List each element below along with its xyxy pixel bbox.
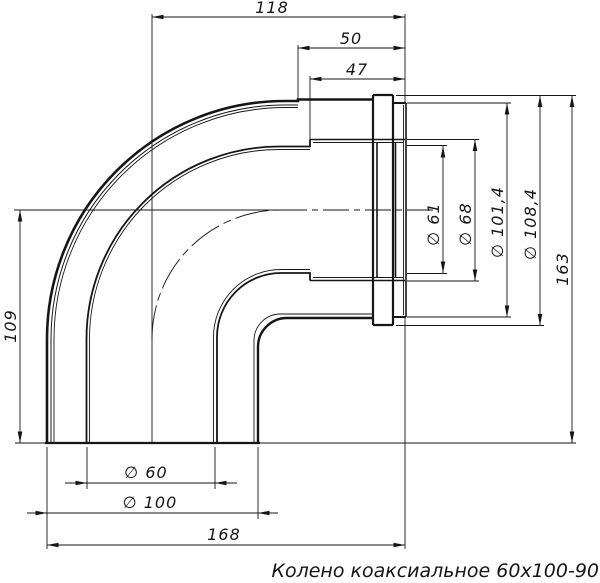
outer-duct-outline bbox=[45, 98, 373, 445]
dim-68-label: ∅ 68 bbox=[456, 202, 475, 245]
inner-collar bbox=[376, 142, 397, 278]
centerlines bbox=[14, 14, 437, 443]
dim-118-label: 118 bbox=[255, 0, 289, 17]
inner-pipe-inner-bend-surface bbox=[213, 269, 310, 443]
extension-lines bbox=[15, 14, 576, 549]
dim-108-label: ∅ 108,4 bbox=[521, 188, 540, 260]
inner-socket-inner-surface bbox=[313, 142, 403, 278]
drawing-title: Колено коаксиальное 60х100-90 bbox=[271, 560, 599, 582]
outer-duct-outer-wall bbox=[45, 98, 373, 443]
outer-collar bbox=[371, 93, 395, 327]
outer-duct-inner-bend-wall bbox=[256, 316, 373, 443]
dim-109-label: 109 bbox=[1, 309, 20, 343]
dimension-lines bbox=[19, 16, 573, 546]
dim-101-label: ∅ 101,4 bbox=[488, 186, 507, 258]
inner-pipe-outline bbox=[85, 139, 311, 443]
inner-socket-outer-surface bbox=[310, 138, 405, 282]
dim-61-label: ∅ 61 bbox=[424, 202, 443, 245]
dim-168-label: 168 bbox=[207, 525, 241, 544]
socket-end-outline bbox=[310, 93, 407, 327]
bend-centerline-arc bbox=[151, 209, 282, 340]
outer-duct-inner-bend-surface bbox=[253, 313, 373, 443]
arrowheads bbox=[17, 14, 575, 548]
dim-163-label: 163 bbox=[553, 252, 572, 286]
inner-pipe-inner-bend-wall bbox=[216, 272, 311, 443]
dim-47-label: 47 bbox=[346, 60, 368, 79]
dim-100-label: ∅ 100 bbox=[123, 493, 178, 512]
outer-duct-wall-inner-surface-a bbox=[50, 104, 298, 443]
dimension-labels: 118 50 47 109 ∅ 61 ∅ 68 ∅ 101,4 ∅ 108,4 … bbox=[1, 0, 572, 544]
dim-50-label: 50 bbox=[340, 29, 362, 48]
dim-60-label: ∅ 60 bbox=[124, 463, 167, 482]
spigot-walls bbox=[393, 102, 406, 318]
outer-duct-wall-inner-surface-b bbox=[53, 107, 298, 443]
inner-pipe-outer-bend-wall bbox=[85, 139, 311, 443]
inner-pipe-outer-bend-surface bbox=[89, 149, 310, 443]
